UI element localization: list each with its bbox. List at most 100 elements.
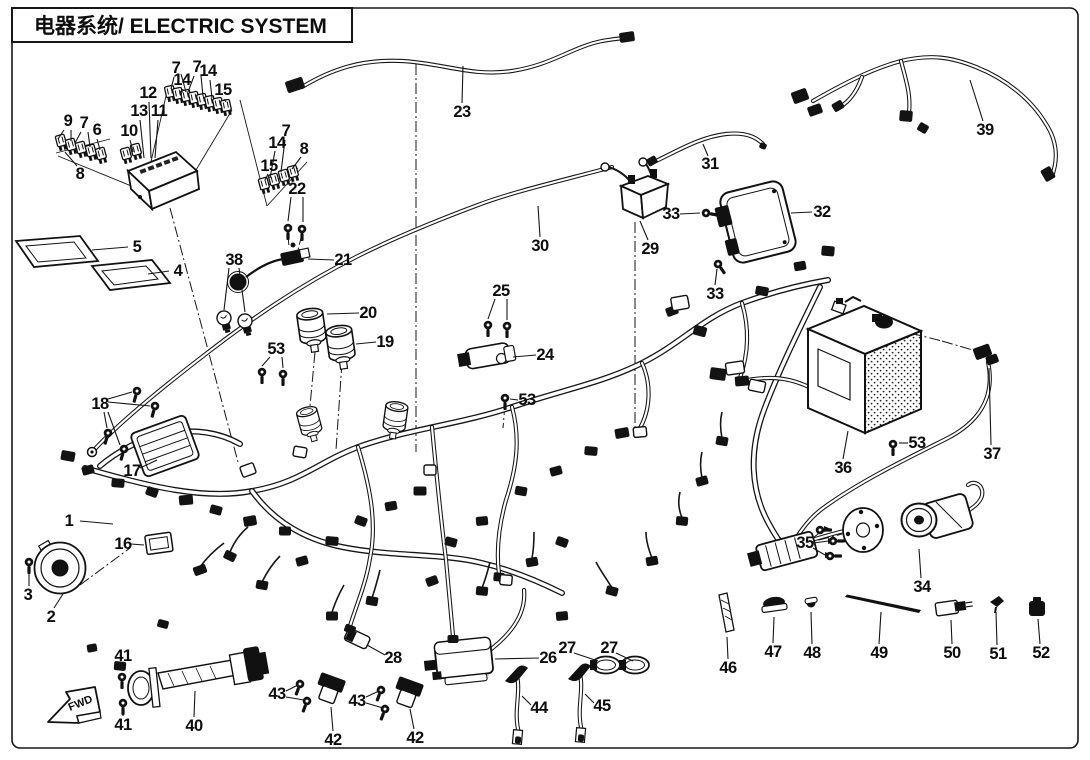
connector-icon	[81, 464, 95, 476]
leader-line	[573, 652, 599, 662]
leader-line	[409, 708, 415, 730]
callout-6: 6	[92, 120, 102, 139]
leader-line	[714, 268, 718, 286]
coupler-icon	[499, 573, 513, 587]
connector-icon	[425, 575, 439, 587]
connector-icon	[549, 465, 563, 477]
leader-line	[154, 119, 159, 159]
callout-44: 44	[530, 698, 548, 717]
connector-icon	[255, 579, 269, 591]
connector-icon	[646, 155, 658, 167]
connector-icon	[645, 555, 659, 567]
callout-15: 15	[214, 80, 232, 99]
callout-48: 48	[803, 643, 821, 662]
center-line	[169, 207, 239, 463]
stub-wire	[371, 569, 381, 599]
callout-50: 50	[943, 643, 961, 662]
leader-line	[281, 356, 284, 369]
coupler-icon	[670, 294, 690, 312]
sensor-24	[457, 342, 517, 370]
coupler-connectors	[239, 294, 767, 587]
leader-line	[264, 173, 269, 181]
center-line	[873, 323, 943, 342]
leader-line	[355, 341, 377, 345]
leader-line	[64, 151, 78, 167]
construction-line	[266, 161, 308, 207]
callout-49: 49	[870, 643, 888, 662]
connector-icon	[619, 31, 635, 43]
connector-icon	[475, 586, 489, 596]
leader-line	[79, 520, 114, 525]
leader-line	[679, 212, 701, 215]
connector-icon	[695, 475, 709, 487]
construction-line	[149, 95, 167, 167]
clip-47	[761, 596, 788, 613]
connector-icon	[555, 536, 569, 548]
stub-wire	[645, 531, 653, 559]
connector-icon	[344, 623, 356, 635]
callout-51: 51	[989, 644, 1007, 663]
callout-8: 8	[299, 139, 309, 158]
connector-icon	[734, 375, 750, 387]
leader-line	[330, 706, 334, 732]
connector-icon	[326, 611, 338, 621]
callout-42: 42	[406, 728, 424, 747]
callout-26: 26	[539, 648, 557, 667]
callout-19: 19	[376, 332, 394, 351]
leader-line	[129, 139, 134, 153]
connector-icon	[113, 661, 127, 671]
connector-icon	[279, 526, 291, 536]
connector-icon	[223, 550, 237, 562]
callout-42: 42	[324, 730, 342, 749]
callout-18: 18	[91, 394, 109, 413]
leader-line	[702, 143, 709, 157]
connector-icon	[365, 595, 379, 607]
connector-icon	[555, 611, 569, 621]
clip-51	[990, 596, 1004, 614]
connector-icon	[243, 515, 257, 527]
title-block: 电器系统/ ELECTRIC SYSTEM	[11, 7, 353, 43]
leader-line	[537, 205, 541, 238]
leader-line	[365, 690, 380, 698]
callout-14: 14	[199, 61, 217, 80]
switch-42-a	[317, 672, 346, 705]
ignition-switch-34	[900, 493, 974, 539]
connector-icon	[86, 643, 98, 653]
leader-line	[509, 398, 519, 401]
leader-line	[950, 619, 953, 645]
leader-line	[269, 150, 276, 179]
connector-icon	[793, 260, 807, 272]
leader-line	[918, 548, 922, 579]
coupler-icon	[423, 464, 437, 476]
callout-7: 7	[171, 58, 181, 77]
coupler-icon	[747, 378, 767, 394]
callout-17: 17	[123, 461, 141, 480]
connector-50	[934, 599, 973, 617]
leader-line	[813, 540, 829, 544]
leader-line	[494, 657, 540, 660]
leader-line	[238, 267, 246, 313]
connector-icon	[514, 736, 522, 744]
stub-wire	[719, 411, 723, 439]
callout-52: 52	[1032, 643, 1050, 662]
leader-line	[223, 267, 230, 311]
stub-wire	[595, 561, 613, 589]
callout-53: 53	[908, 433, 926, 452]
connector-icon	[584, 446, 598, 456]
connector-icon	[514, 485, 528, 497]
leader-line	[639, 220, 649, 241]
callout-47: 47	[764, 642, 782, 661]
leader-line	[280, 139, 286, 173]
leader-line	[121, 663, 124, 672]
rod-49	[845, 594, 921, 613]
callout-23: 23	[453, 102, 471, 121]
clamp-27-a	[590, 655, 621, 675]
connector-icon	[178, 494, 194, 506]
leader-line	[307, 258, 335, 261]
leader-line	[148, 101, 152, 159]
callout-31: 31	[701, 154, 719, 173]
leader-line	[170, 76, 175, 90]
connector-icon	[790, 88, 810, 104]
connector-icon	[1040, 166, 1056, 182]
leader-line	[180, 88, 184, 96]
